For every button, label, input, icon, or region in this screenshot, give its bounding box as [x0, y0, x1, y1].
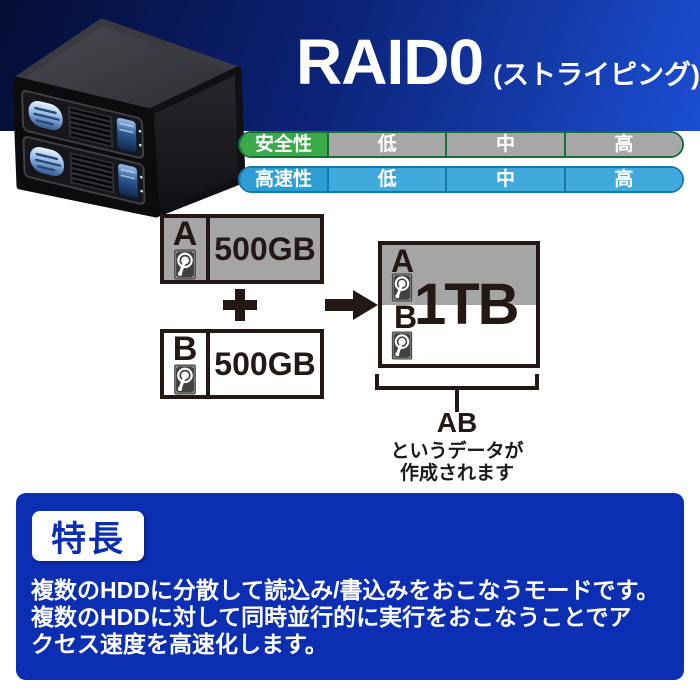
feature-panel: 特長 複数のHDDに分散して読込み/書込みをおこなうモードです。 複数のHDDに… [16, 493, 684, 680]
drive-a-box: A 500GB [160, 214, 324, 284]
result-box: A B 1TB [378, 241, 540, 368]
bracket-caption-line2: 作成されます [399, 463, 514, 484]
hdd-icon [391, 331, 413, 360]
feature-heading: 特長 [50, 519, 125, 559]
arrow-right-icon [325, 290, 378, 320]
page-title: RAID0 (ストライピング) [296, 30, 700, 94]
rating-cell-safety-high: 高 [563, 133, 682, 156]
feature-description: 複数のHDDに分散して読込み/書込みをおこなうモードです。 複数のHDDに対して… [31, 577, 659, 658]
hdd-icon [174, 249, 196, 280]
drive-b-capacity: 500GB [214, 345, 316, 382]
bracket-label: AB [436, 407, 478, 438]
drive-a-letter: A [172, 215, 198, 253]
result-letter-b: B [394, 299, 418, 335]
rating-cell-speed-mid: 中 [445, 168, 564, 191]
rating-label-safety: 安全性 [240, 133, 327, 156]
hdd-icon [391, 273, 413, 302]
rating-row-safety: 安全性 低 中 高 [238, 131, 684, 158]
rating-cell-safety-low: 低 [327, 133, 446, 156]
feature-heading-box: 特長 [32, 511, 144, 561]
title-striping: (ストライピング) [493, 60, 700, 90]
rating-label-speed: 高速性 [240, 168, 327, 191]
title-raid0: RAID0 [296, 26, 484, 98]
result-capacity: 1TB [414, 272, 520, 337]
rating-cell-safety-mid: 中 [445, 133, 564, 156]
rating-row-speed: 高速性 低 中 高 [238, 166, 684, 193]
result-letter-a: A [391, 243, 415, 279]
drive-a-label-cell: A [164, 215, 210, 280]
rating-cell-speed-low: 低 [327, 168, 446, 191]
drive-a-capacity: 500GB [214, 230, 316, 267]
feature-text-line-1: 複数のHDDに分散して読込み/書込みをおこなうモードです。 [31, 577, 660, 603]
feature-text-line-3: クセス速度を高速化します。 [31, 631, 328, 657]
hdd-enclosure-image [12, 18, 246, 218]
feature-text-line-2: 複数のHDDに対して同時並行的に実行をおこなうことでア [31, 604, 632, 630]
rating-cell-speed-high: 高 [563, 168, 682, 191]
hdd-icon [174, 364, 196, 395]
drive-b-label-cell: B [164, 330, 210, 395]
grouping-bracket [375, 374, 539, 412]
drive-b-box: B 500GB [160, 329, 324, 399]
drive-b-letter: B [172, 330, 198, 368]
bracket-caption-line1: というデータが [390, 441, 524, 462]
plus-icon [223, 289, 257, 321]
